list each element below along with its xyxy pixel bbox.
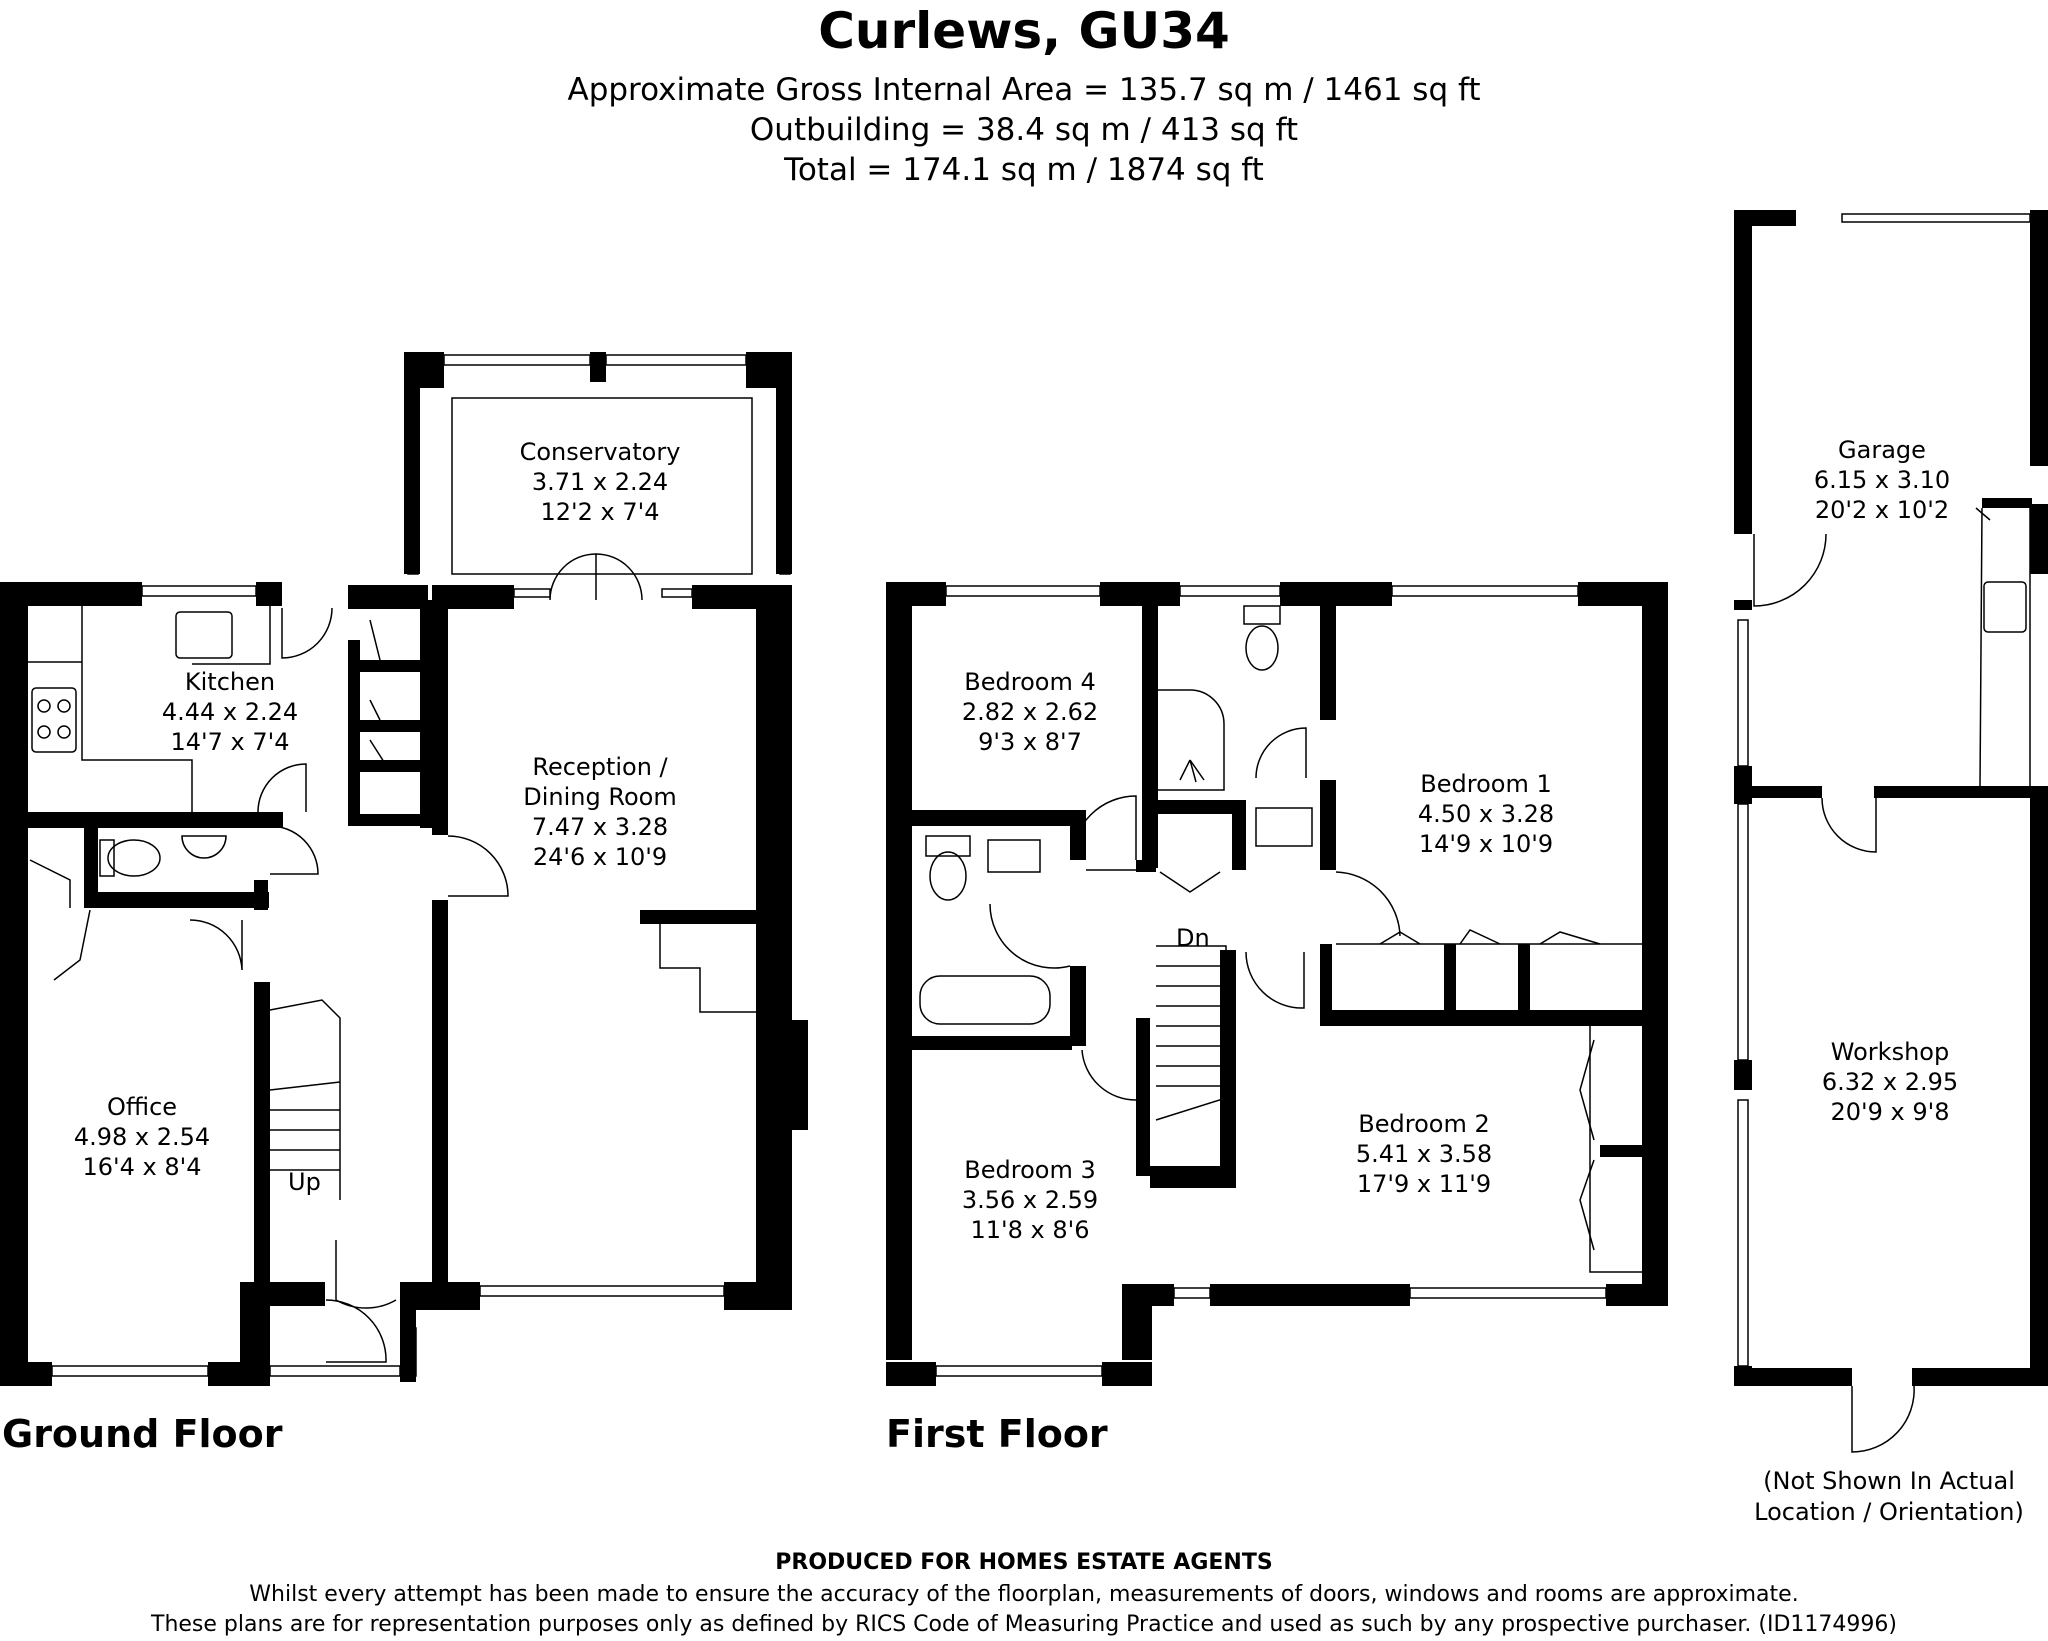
room-labels: Kitchen 4.44 x 2.24 14'7 x 7'4 Conservat…: [74, 436, 1958, 1244]
outbuilding-note: (Not Shown In Actual Location / Orientat…: [1730, 1466, 2048, 1528]
stairs-up-label: Up: [288, 1168, 321, 1196]
total-area: Total = 174.1 sq m / 1874 sq ft: [784, 152, 1264, 188]
bedroom3-name: Bedroom 3: [964, 1156, 1095, 1184]
bedroom4-name: Bedroom 4: [964, 668, 1095, 696]
garage-metric: 6.15 x 3.10: [1814, 466, 1950, 494]
bedroom2-imperial: 17'9 x 11'9: [1357, 1170, 1491, 1198]
conservatory-imperial: 12'2 x 7'4: [540, 498, 659, 526]
bedroom1-metric: 4.50 x 3.28: [1418, 800, 1554, 828]
office-metric: 4.98 x 2.54: [74, 1123, 210, 1151]
bedroom3-imperial: 11'8 x 8'6: [970, 1216, 1089, 1244]
reception-metric: 7.47 x 3.28: [532, 813, 668, 841]
footer-disclaimer-1: Whilst every attempt has been made to en…: [249, 1582, 1799, 1607]
office-name: Office: [107, 1093, 177, 1121]
bedroom1-name: Bedroom 1: [1420, 770, 1551, 798]
bedroom4-imperial: 9'3 x 8'7: [978, 728, 1082, 756]
area-summary: Approximate Gross Internal Area = 135.7 …: [0, 70, 2048, 190]
outbuilding-note-line-1: (Not Shown In Actual: [1763, 1467, 2015, 1495]
stairs-down-label: Dn: [1176, 924, 1210, 952]
gross-internal-area: Approximate Gross Internal Area = 135.7 …: [567, 72, 1481, 108]
outbuilding-note-line-2: Location / Orientation): [1754, 1498, 2024, 1526]
kitchen-metric: 4.44 x 2.24: [162, 698, 298, 726]
workshop-metric: 6.32 x 2.95: [1822, 1068, 1958, 1096]
conservatory-metric: 3.71 x 2.24: [532, 468, 668, 496]
footer-heading: PRODUCED FOR HOMES ESTATE AGENTS: [775, 1550, 1273, 1575]
garage-name: Garage: [1838, 436, 1926, 464]
bedroom3-metric: 3.56 x 2.59: [962, 1186, 1098, 1214]
footer-disclaimer-2: These plans are for representation purpo…: [151, 1612, 1897, 1637]
outbuilding-area: Outbuilding = 38.4 sq m / 413 sq ft: [749, 112, 1299, 148]
kitchen-imperial: 14'7 x 7'4: [170, 728, 289, 756]
plan-title: Curlews, GU34: [818, 2, 1230, 60]
first-floor-label: First Floor: [886, 1412, 1108, 1456]
workshop-name: Workshop: [1831, 1038, 1949, 1066]
reception-name-2: Dining Room: [523, 783, 676, 811]
reception-name: Reception /: [532, 753, 668, 781]
reception-imperial: 24'6 x 10'9: [533, 843, 667, 871]
bedroom4-metric: 2.82 x 2.62: [962, 698, 1098, 726]
conservatory-name: Conservatory: [520, 438, 681, 466]
workshop-imperial: 20'9 x 9'8: [1830, 1098, 1949, 1126]
garage-imperial: 20'2 x 10'2: [1815, 496, 1949, 524]
bedroom1-imperial: 14'9 x 10'9: [1419, 830, 1553, 858]
walls: [0, 210, 2048, 1386]
windows-doors-fittings: [0, 213, 2031, 1453]
bedroom2-name: Bedroom 2: [1358, 1110, 1489, 1138]
ground-floor-label: Ground Floor: [2, 1412, 283, 1456]
office-imperial: 16'4 x 8'4: [82, 1153, 201, 1181]
bedroom2-metric: 5.41 x 3.58: [1356, 1140, 1492, 1168]
kitchen-name: Kitchen: [185, 668, 275, 696]
